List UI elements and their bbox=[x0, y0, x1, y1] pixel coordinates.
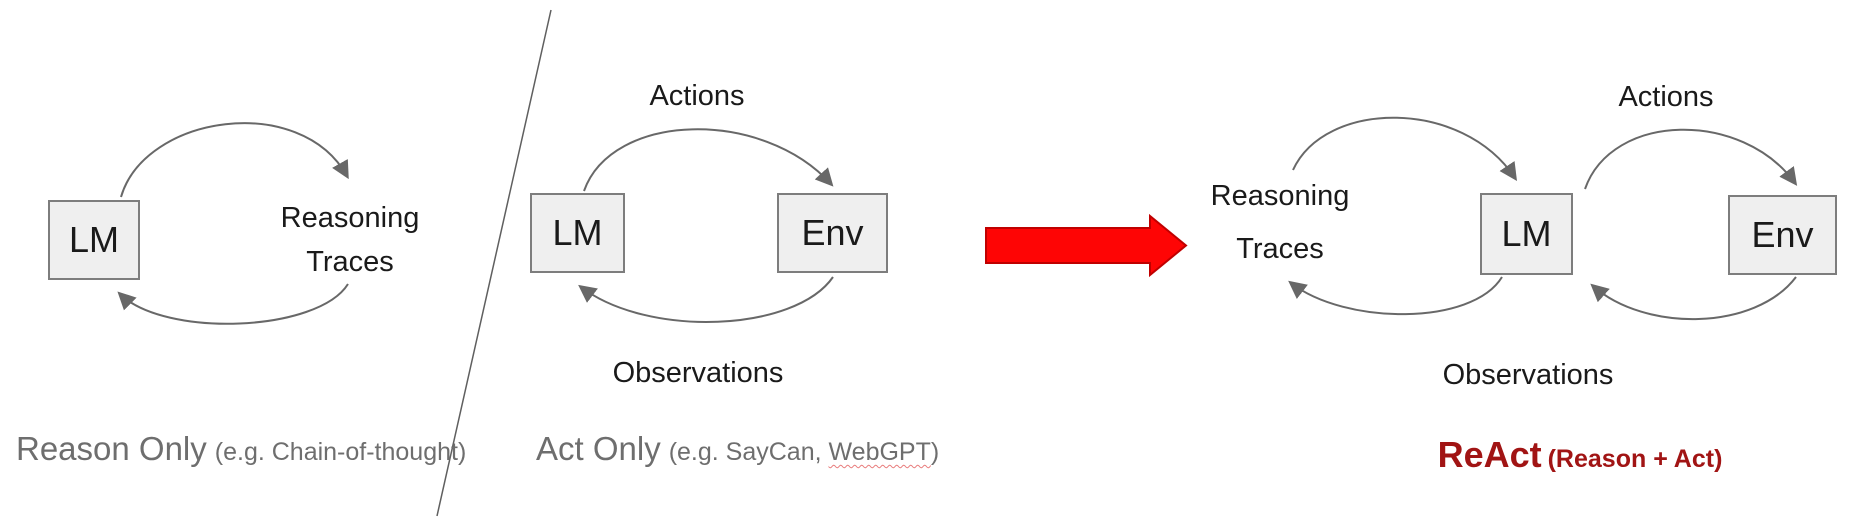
react-caption: ReAct(Reason + Act) bbox=[1420, 434, 1740, 476]
act-only-lm-label: LM bbox=[552, 212, 603, 253]
react-actions-arc bbox=[1584, 128, 1798, 190]
act-only-actions-label: Actions bbox=[649, 80, 745, 112]
act-only-caption-note: (e.g. SayCan, WebGPT) bbox=[669, 438, 939, 466]
react-lm-box: LM bbox=[1480, 193, 1573, 275]
act-only-note-suffix: ) bbox=[930, 438, 940, 466]
react-loop-label: Reasoning Traces bbox=[1178, 170, 1382, 276]
act-only-env-box: Env bbox=[777, 193, 888, 273]
act-only-observations-arc bbox=[578, 276, 834, 323]
react-caption-note: (Reason + Act) bbox=[1547, 445, 1723, 473]
react-actions-label: Actions bbox=[1618, 81, 1714, 113]
panel-divider-line bbox=[436, 9, 552, 517]
act-only-note-prefix: (e.g. SayCan, bbox=[668, 438, 829, 466]
react-reasoning-line1: Reasoning bbox=[1210, 180, 1350, 212]
react-env-box: Env bbox=[1728, 195, 1837, 275]
react-reasoning-line2: Traces bbox=[1236, 233, 1324, 265]
reason-only-top-arc bbox=[120, 122, 349, 198]
act-only-env-label: Env bbox=[801, 212, 864, 253]
act-only-lm-box: LM bbox=[530, 193, 625, 273]
reason-only-lm-label: LM bbox=[68, 219, 119, 260]
reason-only-caption-note: (e.g. Chain-of-thought) bbox=[214, 438, 467, 466]
red-transform-arrow-icon bbox=[985, 213, 1188, 278]
reason-only-lm-box: LM bbox=[48, 200, 140, 280]
reasoning-traces-line1: Reasoning bbox=[280, 202, 420, 234]
webgpt-misspelled-word: WebGPT bbox=[828, 438, 931, 466]
react-reasoning-top-arc bbox=[1292, 116, 1517, 181]
react-observations-label: Observations bbox=[1442, 359, 1614, 391]
reason-only-caption-title: Reason Only bbox=[16, 430, 207, 467]
act-only-caption: Act Only(e.g. SayCan, WebGPT) bbox=[536, 430, 939, 468]
reasoning-traces-line2: Traces bbox=[306, 246, 394, 278]
reason-only-loop-label: Reasoning Traces bbox=[245, 196, 455, 284]
act-only-actions-arc bbox=[583, 128, 834, 192]
react-reasoning-bottom-arc bbox=[1288, 276, 1503, 316]
react-observations-arc bbox=[1590, 276, 1797, 320]
react-lm-label: LM bbox=[1501, 213, 1552, 254]
react-caption-title: ReAct bbox=[1437, 434, 1542, 475]
reason-only-caption: Reason Only(e.g. Chain-of-thought) bbox=[16, 430, 466, 468]
act-only-caption-title: Act Only bbox=[536, 430, 661, 467]
react-env-label: Env bbox=[1751, 214, 1814, 255]
act-only-observations-label: Observations bbox=[612, 357, 784, 389]
reason-only-bottom-arc bbox=[117, 283, 349, 325]
